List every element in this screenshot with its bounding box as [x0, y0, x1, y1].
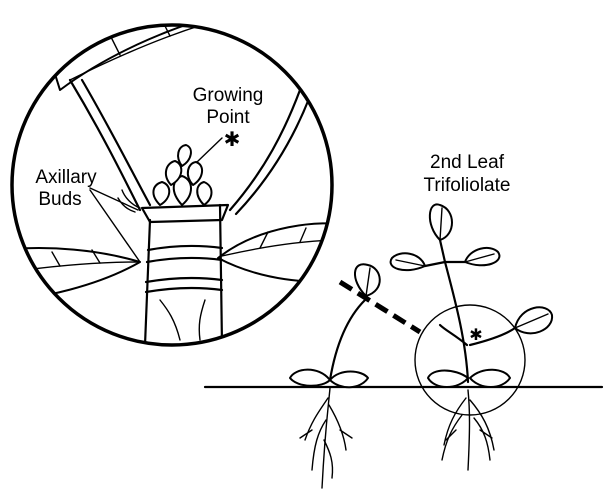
older-roots — [442, 390, 494, 470]
older-stem — [445, 262, 468, 382]
zoom-connector — [340, 282, 420, 332]
axillary-buds-label-line2: Buds — [38, 189, 81, 210]
older-cotyledon-left — [428, 371, 468, 388]
young-roots — [300, 388, 352, 488]
growing-point-star-icon: ✱ — [224, 127, 241, 151]
young-stem — [330, 300, 365, 380]
older-cotyledon-right — [470, 370, 510, 387]
second-leaf-label-line1: 2nd Leaf — [430, 152, 505, 173]
small-zoom-circle — [415, 305, 525, 415]
axillary-buds-label-line1: Axillary — [35, 167, 97, 188]
growing-point-label-line1: Growing — [193, 85, 264, 106]
young-cotyledon-right — [330, 372, 368, 388]
young-cotyledon-left — [290, 370, 330, 386]
second-leaf-label-line2: Trifoliolate — [424, 175, 511, 196]
small-circle-star-icon: ✱ — [469, 325, 482, 344]
growing-point-label-line2: Point — [206, 107, 250, 128]
